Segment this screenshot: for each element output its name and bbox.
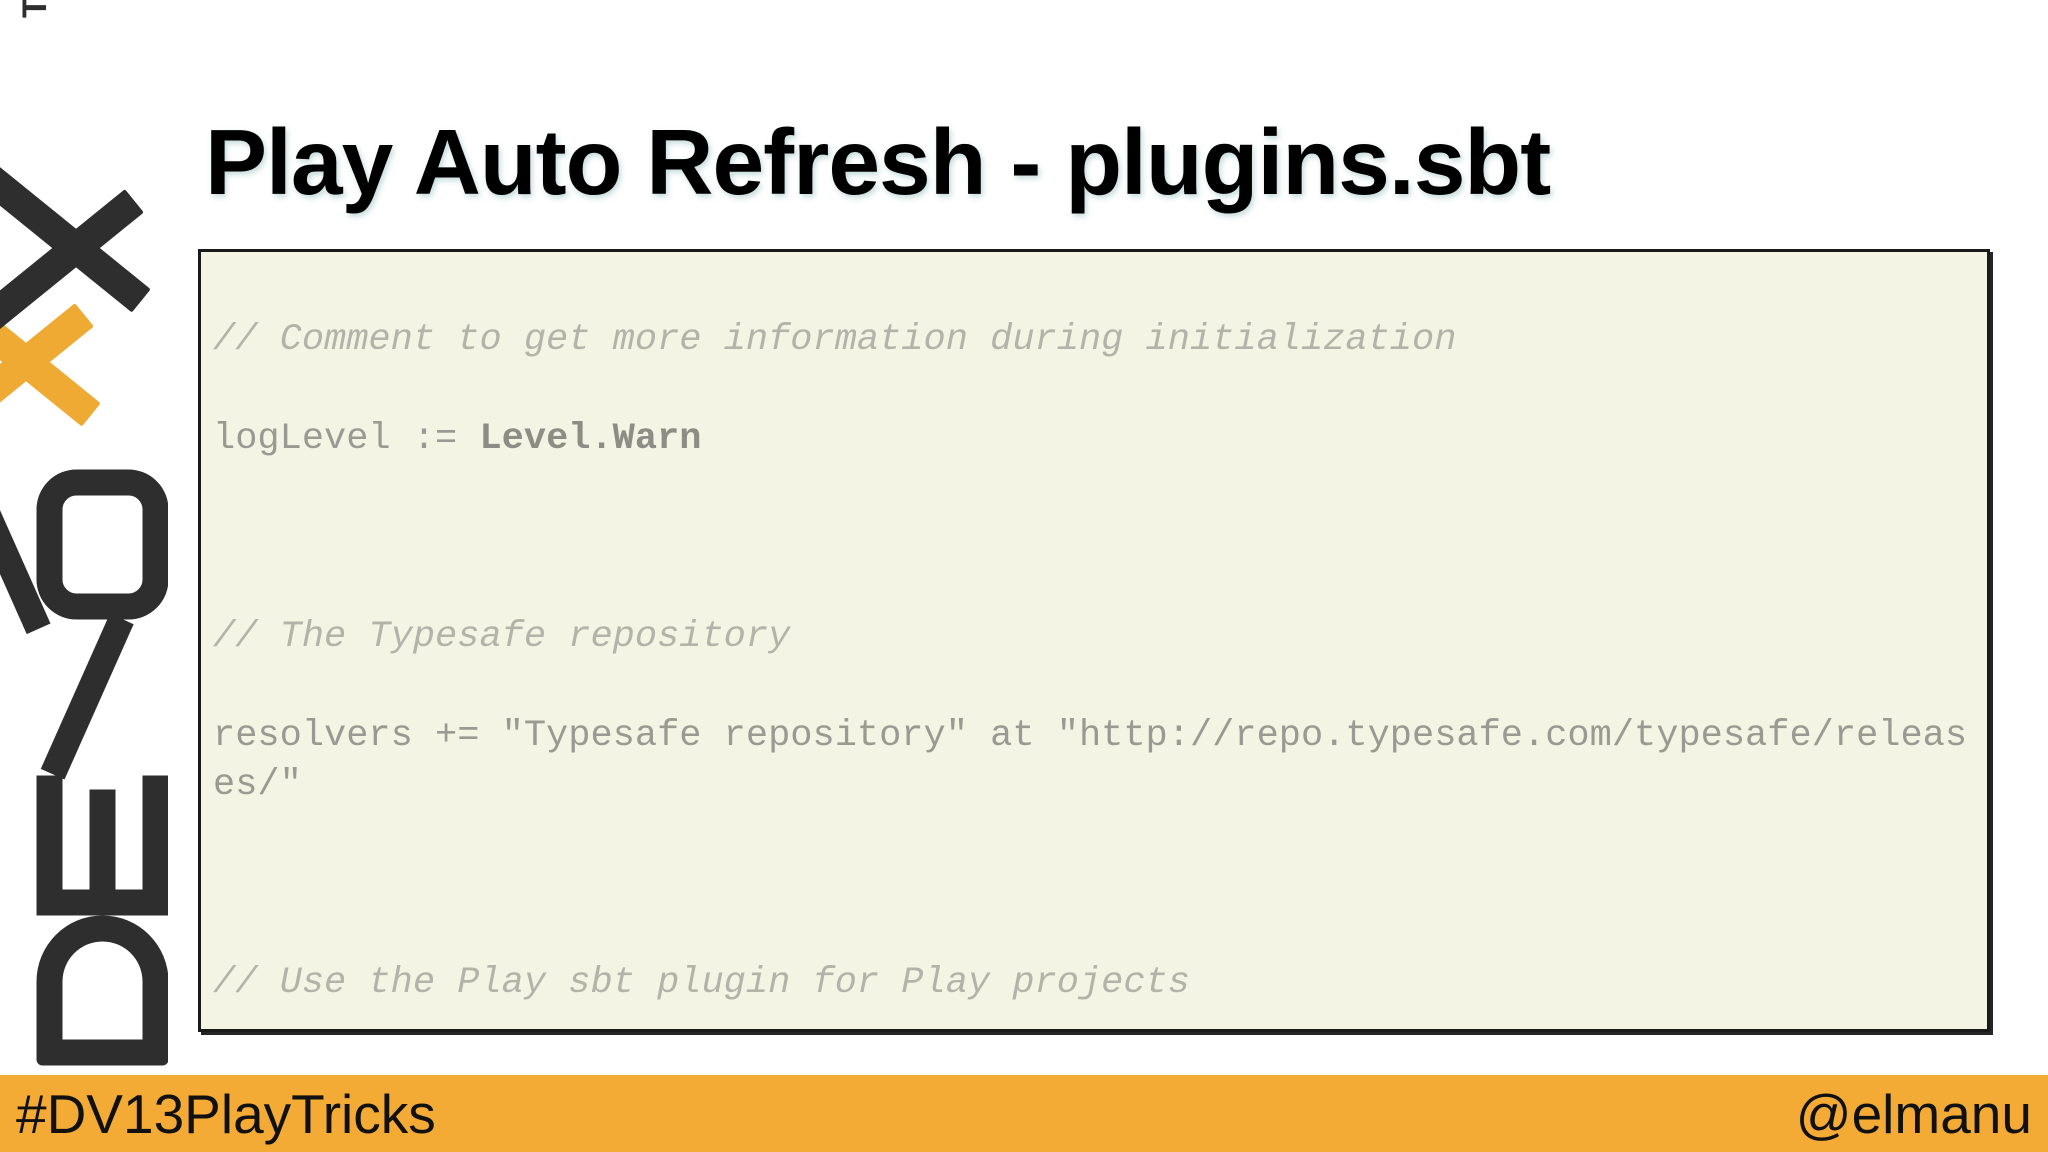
code-comment: // The Typesafe repository [213, 615, 791, 658]
page-title: Play Auto Refresh - plugins.sbt [205, 110, 1551, 215]
code-plain: logLevel := [213, 417, 480, 460]
code-block: // Comment to get more information durin… [198, 249, 1990, 1032]
code-line-blank-2 [213, 860, 1983, 910]
code-comment: // Use the Play sbt plugin for Play proj… [213, 962, 1190, 1004]
devoxx-logo: TM [0, 0, 168, 1075]
code-bold: Level.Warn [479, 417, 702, 460]
code-plain: resolvers += "Typesafe repository" at "h… [213, 714, 1968, 807]
logo-letter-d [36, 915, 168, 1065]
logo-letters-xx [0, 159, 168, 469]
code-line-resolvers: resolvers += "Typesafe repository" at "h… [213, 712, 1983, 811]
devoxx-logo-letters [0, 159, 168, 1075]
code-content: // Comment to get more information durin… [213, 266, 1983, 1029]
trademark-label: TM [16, 0, 55, 18]
code-line-comment-2: // The Typesafe repository [213, 613, 1983, 663]
footer-handle: @elmanu [1795, 1082, 2032, 1145]
devoxx-logo-rotated [0, 0, 168, 1075]
code-line-comment-3: // Use the Play sbt plugin for Play proj… [213, 959, 1983, 1009]
code-comment: // Comment to get more information durin… [213, 318, 1457, 361]
logo-letter-o [36, 469, 168, 619]
logo-letter-v [0, 467, 168, 779]
code-line-comment-1: // Comment to get more information durin… [213, 316, 1983, 366]
code-line-blank-1 [213, 514, 1983, 564]
code-line-loglevel: logLevel := Level.Warn [213, 415, 1983, 465]
footer-bar: #DV13PlayTricks @elmanu [0, 1075, 2048, 1152]
logo-letter-e [36, 775, 168, 915]
footer-hashtag: #DV13PlayTricks [16, 1082, 436, 1145]
